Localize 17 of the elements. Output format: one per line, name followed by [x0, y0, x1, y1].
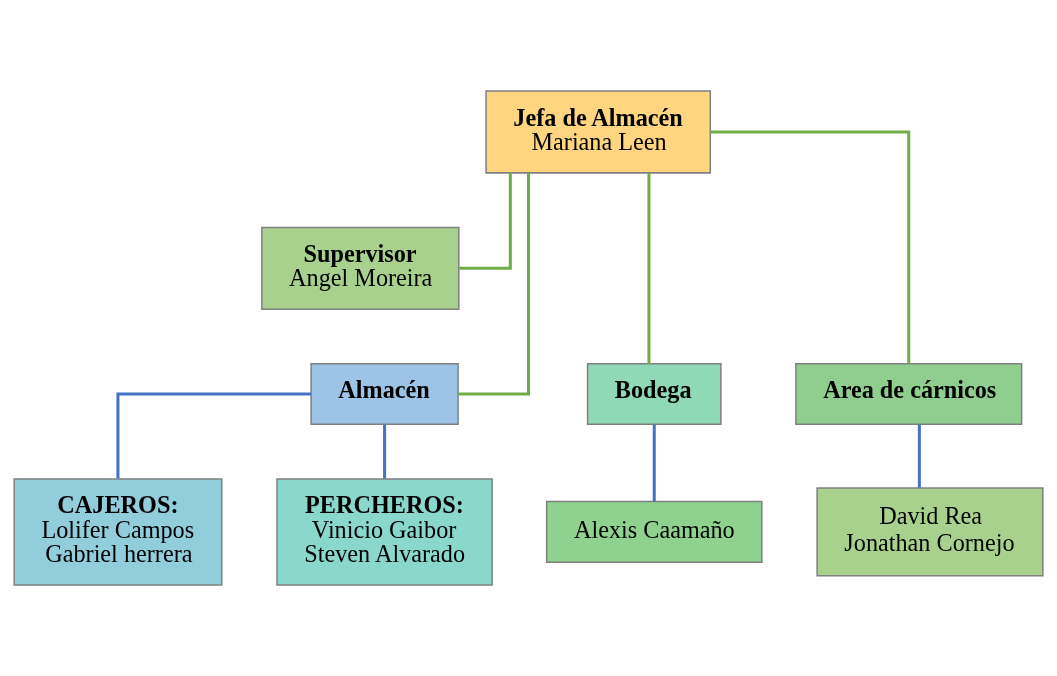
node-box: Jefa de Almacén Mariana Leen	[485, 90, 712, 174]
node-box: CAJEROS: Lolifer Campos Gabriel herrera	[13, 478, 223, 586]
node-box: David Rea Jonathan Cornejo	[816, 487, 1044, 577]
connector	[652, 424, 656, 502]
node-box: PERCHEROS: Vinicio Gaibor Steven Alvarado	[276, 478, 493, 586]
node-box: Alexis Caamaño	[545, 500, 763, 563]
node-box: Bodega	[586, 363, 722, 426]
node-box: Supervisor Angel Moreira	[261, 226, 460, 310]
connector	[458, 172, 530, 396]
connector	[917, 424, 921, 488]
connector	[647, 172, 651, 364]
node-box: Area de cárnicos	[795, 363, 1023, 426]
connector	[116, 392, 311, 479]
connector	[710, 130, 911, 364]
node-box: Almacén	[310, 363, 459, 426]
connector	[383, 424, 387, 479]
connector	[459, 172, 512, 270]
